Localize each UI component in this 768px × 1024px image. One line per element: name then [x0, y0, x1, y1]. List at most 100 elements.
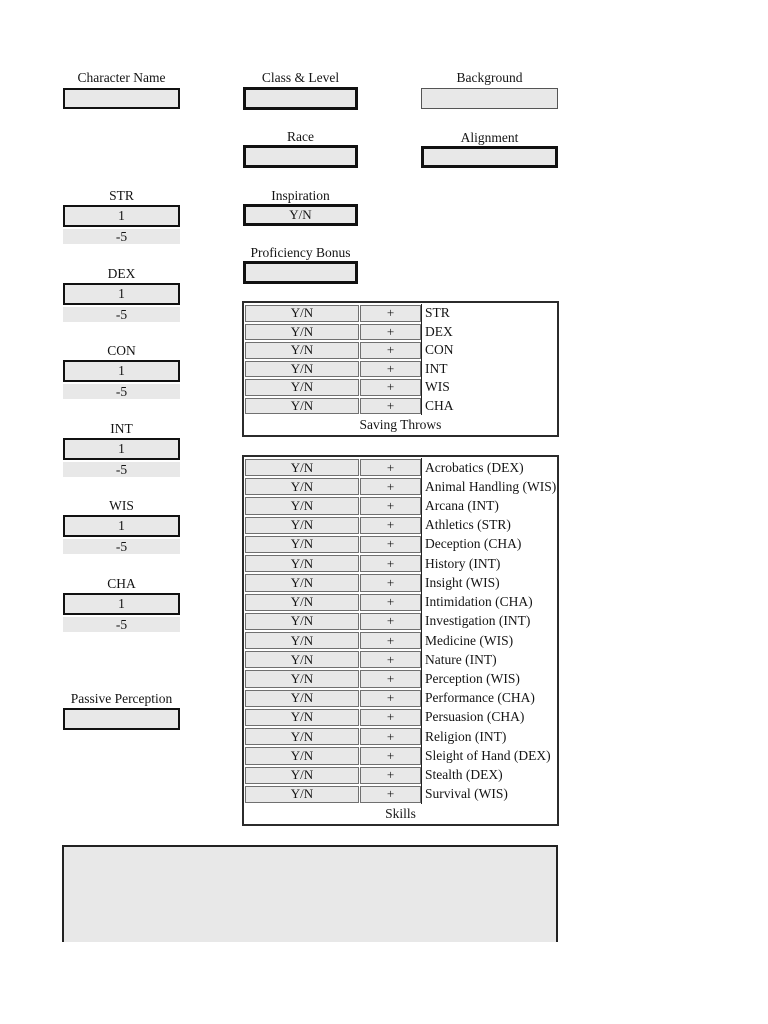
skill-bonus-cell-animal-handling[interactable]: +	[360, 478, 421, 496]
class-level-label: Class & Level	[261, 70, 340, 85]
saving-throw-bonus-cell-wis[interactable]: +	[360, 379, 421, 396]
skill-bonus-cell-persuasion[interactable]: +	[360, 708, 421, 727]
ability-score-field-con[interactable]: 1	[63, 360, 180, 382]
skill-name-deception: Deception (CHA)	[421, 534, 557, 555]
saving-throw-proficient-cell-dex[interactable]: Y/N	[245, 323, 359, 340]
skill-proficient-cell-history[interactable]: Y/N	[245, 555, 359, 573]
ability-score-field-wis[interactable]: 1	[63, 515, 180, 537]
skill-proficient-cell-persuasion[interactable]: Y/N	[245, 708, 359, 727]
skill-bonus-cell-history[interactable]: +	[360, 555, 421, 573]
skill-proficient-cell-deception[interactable]: Y/N	[245, 535, 359, 554]
ability-score-field-dex[interactable]: 1	[63, 283, 180, 305]
ability-score-field-cha[interactable]: 1	[63, 593, 180, 615]
skill-bonus-cell-athletics[interactable]: +	[360, 516, 421, 534]
ability-modifier-dex: -5	[63, 307, 180, 322]
skill-name-animal-handling: Animal Handling (WIS)	[421, 477, 557, 497]
skill-row: Y/N + Investigation (INT)	[244, 611, 557, 631]
saving-throw-bonus-cell-str[interactable]: +	[360, 305, 421, 322]
skill-bonus-cell-acrobatics[interactable]: +	[360, 459, 421, 477]
skill-proficient-cell-medicine[interactable]: Y/N	[245, 631, 359, 650]
saving-throw-name-dex: DEX	[421, 322, 557, 341]
ability-block-int: INT 1 -5	[63, 421, 180, 477]
skill-bonus-cell-nature[interactable]: +	[360, 651, 421, 669]
notes-field[interactable]	[62, 845, 558, 942]
skill-bonus-cell-arcana[interactable]: +	[360, 497, 421, 515]
skill-row: Y/N + Acrobatics (DEX)	[244, 458, 557, 478]
ability-label-wis: WIS	[109, 498, 134, 513]
skill-name-intimidation: Intimidation (CHA)	[421, 592, 557, 612]
skill-row: Y/N + Insight (WIS)	[244, 573, 557, 593]
skill-bonus-cell-performance[interactable]: +	[360, 689, 421, 707]
saving-throw-bonus-cell-int[interactable]: +	[360, 360, 421, 377]
saving-throw-proficient-cell-wis[interactable]: Y/N	[245, 379, 359, 396]
skill-name-athletics: Athletics (STR)	[421, 515, 557, 535]
skill-name-acrobatics: Acrobatics (DEX)	[421, 458, 557, 478]
skill-proficient-cell-perception[interactable]: Y/N	[245, 670, 359, 688]
skill-name-history: History (INT)	[421, 554, 557, 574]
proficiency-bonus-field[interactable]	[243, 261, 358, 284]
skill-bonus-cell-insight[interactable]: +	[360, 574, 421, 592]
skill-bonus-cell-perception[interactable]: +	[360, 670, 421, 688]
saving-throw-name-int: INT	[421, 359, 557, 378]
skill-row: Y/N + Deception (CHA)	[244, 534, 557, 555]
skill-name-medicine: Medicine (WIS)	[421, 630, 557, 651]
saving-throw-bonus-cell-dex[interactable]: +	[360, 323, 421, 340]
skill-bonus-cell-sleight-of-hand[interactable]: +	[360, 747, 421, 765]
skill-proficient-cell-insight[interactable]: Y/N	[245, 574, 359, 592]
ability-label-str: STR	[109, 188, 134, 203]
skill-proficient-cell-animal-handling[interactable]: Y/N	[245, 478, 359, 496]
ability-modifier-int: -5	[63, 462, 180, 477]
skill-proficient-cell-investigation[interactable]: Y/N	[245, 612, 359, 630]
ability-label-dex: DEX	[107, 266, 136, 281]
skill-row: Y/N + Athletics (STR)	[244, 515, 557, 535]
skill-row: Y/N + History (INT)	[244, 554, 557, 574]
skill-name-perception: Perception (WIS)	[421, 669, 557, 689]
skill-bonus-cell-stealth[interactable]: +	[360, 766, 421, 784]
skill-name-stealth: Stealth (DEX)	[421, 765, 557, 785]
skill-bonus-cell-investigation[interactable]: +	[360, 612, 421, 630]
skill-proficient-cell-nature[interactable]: Y/N	[245, 651, 359, 669]
skill-proficient-cell-stealth[interactable]: Y/N	[245, 766, 359, 784]
class-level-field[interactable]	[243, 87, 358, 110]
saving-throws-footer: Saving Throws	[359, 417, 442, 432]
saving-throw-name-str: STR	[421, 304, 557, 323]
background-field[interactable]	[421, 88, 558, 109]
skill-proficient-cell-arcana[interactable]: Y/N	[245, 497, 359, 515]
skill-bonus-cell-intimidation[interactable]: +	[360, 593, 421, 611]
passive-perception-label: Passive Perception	[70, 691, 173, 706]
skill-proficient-cell-intimidation[interactable]: Y/N	[245, 593, 359, 611]
inspiration-field[interactable]: Y/N	[243, 204, 358, 226]
saving-throw-proficient-cell-str[interactable]: Y/N	[245, 305, 359, 322]
ability-score-field-int[interactable]: 1	[63, 438, 180, 460]
ability-score-field-str[interactable]: 1	[63, 205, 180, 227]
saving-throw-proficient-cell-int[interactable]: Y/N	[245, 360, 359, 377]
character-name-field[interactable]	[63, 88, 180, 109]
saving-throw-bonus-cell-con[interactable]: +	[360, 342, 421, 359]
skill-bonus-cell-survival[interactable]: +	[360, 785, 421, 803]
alignment-field[interactable]	[421, 146, 558, 168]
skill-proficient-cell-religion[interactable]: Y/N	[245, 728, 359, 746]
skill-proficient-cell-performance[interactable]: Y/N	[245, 689, 359, 707]
skill-proficient-cell-survival[interactable]: Y/N	[245, 785, 359, 803]
skill-proficient-cell-sleight-of-hand[interactable]: Y/N	[245, 747, 359, 765]
skill-name-performance: Performance (CHA)	[421, 688, 557, 708]
saving-throw-proficient-cell-con[interactable]: Y/N	[245, 342, 359, 359]
saving-throws-table: Y/N + STR Y/N + DEX Y/N + CON Y/N + INT …	[242, 301, 559, 437]
ability-block-con: CON 1 -5	[63, 343, 180, 399]
skill-name-insight: Insight (WIS)	[421, 573, 557, 593]
saving-throw-proficient-cell-cha[interactable]: Y/N	[245, 397, 359, 414]
skill-name-sleight-of-hand: Sleight of Hand (DEX)	[421, 746, 557, 766]
skill-proficient-cell-athletics[interactable]: Y/N	[245, 516, 359, 534]
skill-proficient-cell-acrobatics[interactable]: Y/N	[245, 459, 359, 477]
skill-name-survival: Survival (WIS)	[421, 784, 557, 804]
alignment-label: Alignment	[460, 130, 519, 145]
skill-row: Y/N + Animal Handling (WIS)	[244, 477, 557, 497]
skill-bonus-cell-deception[interactable]: +	[360, 535, 421, 554]
race-field[interactable]	[243, 145, 358, 168]
passive-perception-field[interactable]	[63, 708, 180, 730]
skill-bonus-cell-religion[interactable]: +	[360, 728, 421, 746]
saving-throw-bonus-cell-cha[interactable]: +	[360, 397, 421, 414]
skill-bonus-cell-medicine[interactable]: +	[360, 631, 421, 650]
saving-throw-name-cha: CHA	[421, 396, 557, 415]
inspiration-label: Inspiration	[271, 188, 330, 203]
